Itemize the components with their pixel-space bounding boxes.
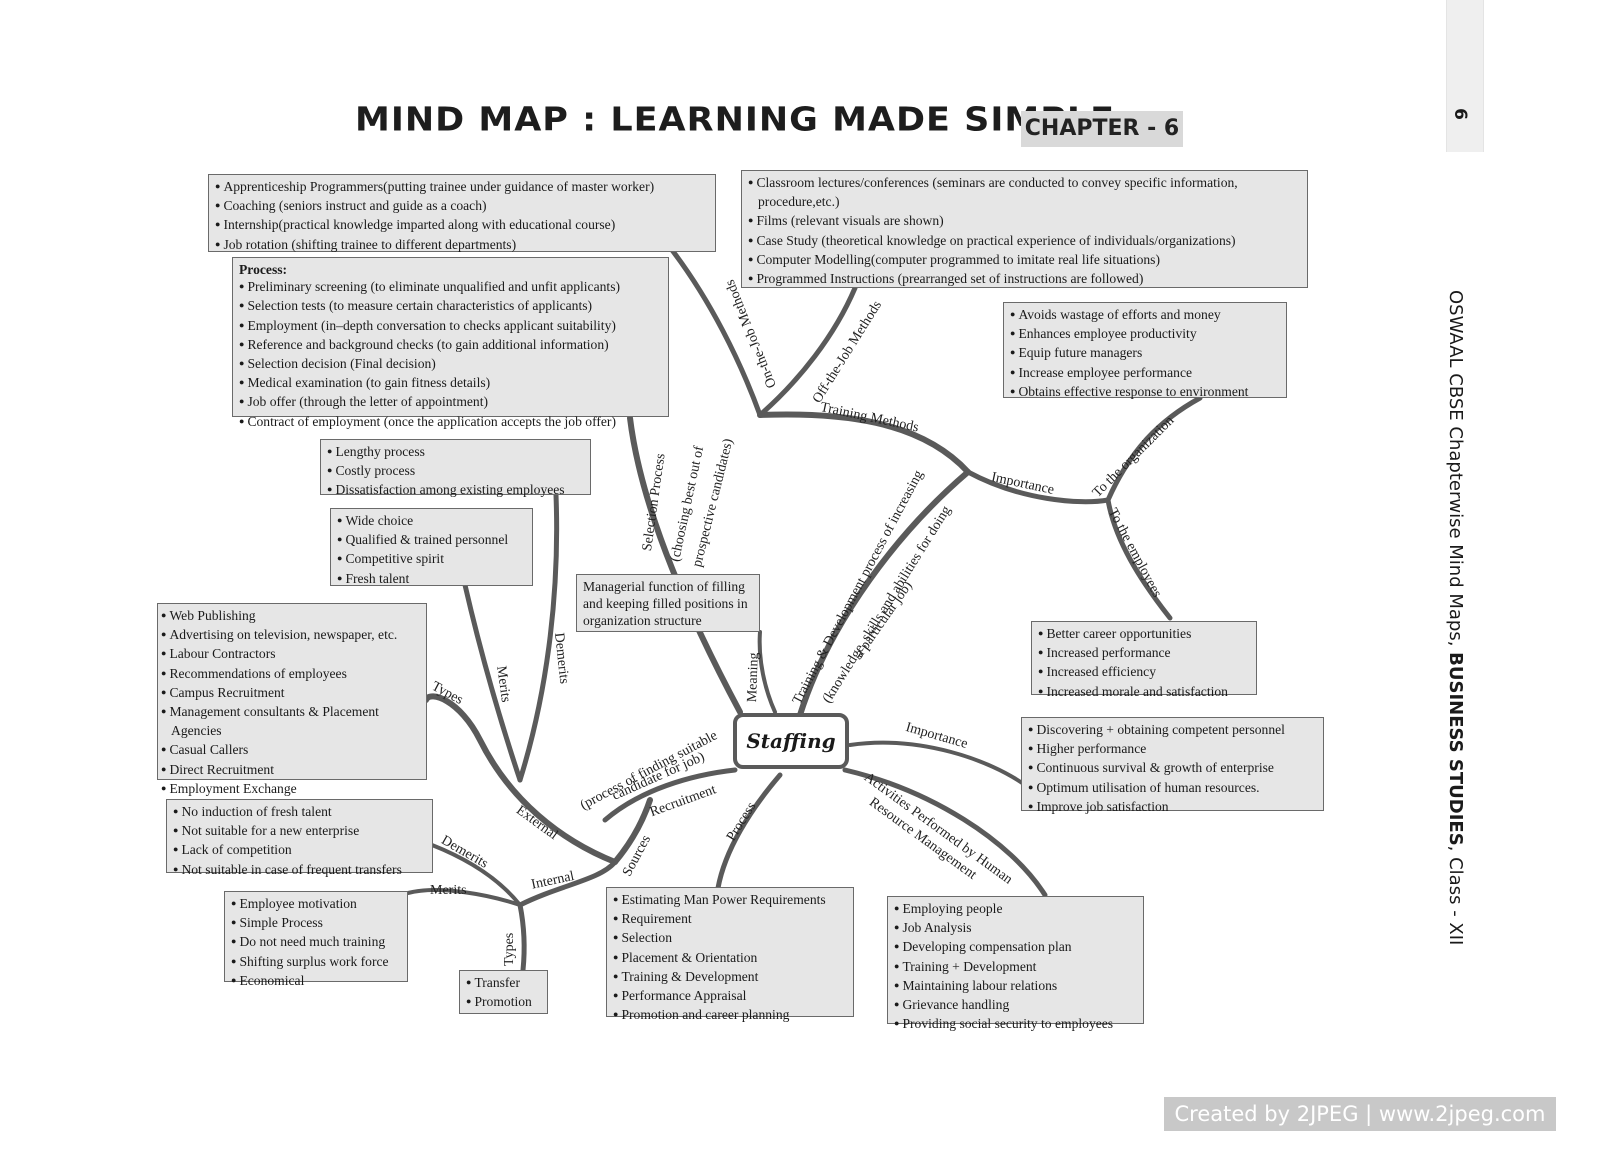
list-item: Improve job satisfaction: [1028, 798, 1317, 817]
box-staffing-process: Estimating Man Power Requirements Requir…: [606, 887, 854, 1022]
list-item: Recommendations of employees: [161, 665, 420, 684]
list-item: Developing compensation plan: [894, 938, 1137, 957]
list-item: Dissatisfaction among existing employees: [327, 481, 584, 500]
list-item: Internship(practical knowledge imparted …: [215, 216, 709, 235]
list-item: Requirement: [613, 910, 847, 929]
box-on-the-job-methods: Apprenticeship Programmers(putting train…: [208, 174, 716, 252]
box-internal-types: Transfer Promotion: [459, 970, 548, 1014]
list-item: Competitive spirit: [337, 550, 526, 569]
list-item: Web Publishing: [161, 607, 420, 626]
list-item: Estimating Man Power Requirements: [613, 891, 847, 910]
list-item: Selection tests (to measure certain char…: [239, 297, 662, 316]
list-item: Reference and background checks (to gain…: [239, 336, 662, 355]
list-item: Films (relevant visuals are shown): [748, 212, 1301, 231]
list-item: Avoids wastage of efforts and money: [1010, 306, 1280, 325]
list-item: Qualified & trained personnel: [337, 531, 526, 550]
list-item: Direct Recruitment: [161, 761, 420, 780]
box-hrm-activities: Employing people Job Analysis Developing…: [887, 896, 1144, 1031]
list-item: Better career opportunities: [1038, 625, 1250, 644]
list-item: Coaching (seniors instruct and guide as …: [215, 197, 709, 216]
list-item: Classroom lectures/conferences (seminars…: [748, 174, 1301, 193]
box-off-the-job-methods: Classroom lectures/conferences (seminars…: [741, 170, 1308, 288]
list-item: Shifting surplus work force: [231, 953, 401, 972]
list-item: Employment (in–depth conversation to che…: [239, 317, 662, 336]
list-item: Costly process: [327, 462, 584, 481]
list-item: Higher performance: [1028, 740, 1317, 759]
list-item: Job rotation (shifting trainee to differ…: [215, 236, 709, 255]
list-item: Training & Development: [613, 968, 847, 987]
list-item: Transfer: [466, 974, 541, 993]
list-item: Advertising on television, newspaper, et…: [161, 626, 420, 645]
label-internal-merits: Merits: [430, 883, 467, 898]
list-item: Selection decision (Final decision): [239, 355, 662, 374]
box-external-merits: Wide choice Qualified & trained personne…: [330, 508, 533, 586]
list-item: Employing people: [894, 900, 1137, 919]
list-item: Job Analysis: [894, 919, 1137, 938]
list-item: Fresh talent: [337, 570, 526, 589]
list-item: Employee motivation: [231, 895, 401, 914]
list-item: Labour Contractors: [161, 645, 420, 664]
list-item: Training + Development: [894, 958, 1137, 977]
list-item: Discovering + obtaining competent person…: [1028, 721, 1317, 740]
list-item: No induction of fresh talent: [173, 803, 426, 822]
list-item: Job offer (through the letter of appoint…: [239, 393, 662, 412]
label-meaning: Meaning: [745, 652, 762, 703]
list-item: Not suitable in case of frequent transfe…: [173, 861, 426, 880]
list-item: Simple Process: [231, 914, 401, 933]
box-importance-of-staffing: Discovering + obtaining competent person…: [1021, 717, 1324, 814]
list-item: Equip future managers: [1010, 344, 1280, 363]
box-importance-to-organization: Avoids wastage of efforts and money Enha…: [1003, 302, 1287, 399]
list-item: Increased efficiency: [1038, 663, 1250, 682]
list-item: Apprenticeship Programmers(putting train…: [215, 178, 709, 197]
list-item: Grievance handling: [894, 996, 1137, 1015]
list-item: Preliminary screening (to eliminate unqu…: [239, 278, 662, 297]
central-node-staffing: Staffing: [733, 713, 849, 769]
list-item: Do not need much training: [231, 933, 401, 952]
chapter-tab: 6: [1446, 0, 1484, 152]
page-title: MIND MAP : LEARNING MADE SIMPLE: [355, 101, 1116, 139]
list-item: Maintaining labour relations: [894, 977, 1137, 996]
list-item: Continuous survival & growth of enterpri…: [1028, 759, 1317, 778]
list-item: Selection: [613, 929, 847, 948]
box-importance-to-employees: Better career opportunities Increased pe…: [1031, 621, 1257, 699]
list-item: Obtains effective response to environmen…: [1010, 383, 1280, 402]
list-item-continuation: Agencies: [171, 723, 222, 739]
list-item: Contract of employment (once the applica…: [239, 413, 662, 432]
list-item: Programmed Instructions (prearranged set…: [748, 270, 1301, 289]
list-item: Optimum utilisation of human resources.: [1028, 779, 1317, 798]
list-item: Placement & Orientation: [613, 949, 847, 968]
selection-process-heading: Process:: [239, 262, 288, 277]
list-item: Increased performance: [1038, 644, 1250, 663]
list-item: Computer Modelling(computer programmed t…: [748, 251, 1301, 270]
list-item: Enhances employee productivity: [1010, 325, 1280, 344]
chapter-badge: CHAPTER - 6: [1021, 111, 1183, 147]
list-item: Medical examination (to gain fitness det…: [239, 374, 662, 393]
list-item: Lengthy process: [327, 443, 584, 462]
list-item: Providing social security to employees: [894, 1015, 1137, 1034]
box-meaning: Managerial function of filling and keepi…: [576, 574, 760, 632]
list-item: Employment Exchange: [161, 780, 420, 799]
list-item: Lack of competition: [173, 841, 426, 860]
list-item: Promotion and career planning: [613, 1006, 847, 1025]
list-item: Promotion: [466, 993, 541, 1012]
watermark: Created by 2JPEG | www.2jpeg.com: [1164, 1097, 1556, 1131]
list-item: Wide choice: [337, 512, 526, 531]
list-item: Not suitable for a new enterprise: [173, 822, 426, 841]
box-internal-merits: Employee motivation Simple Process Do no…: [224, 891, 408, 988]
box-internal-demerits: No induction of fresh talent Not suitabl…: [166, 799, 433, 877]
list-item: Economical: [231, 972, 401, 991]
list-item: Performance Appraisal: [613, 987, 847, 1006]
list-item: Case Study (theoretical knowledge on pra…: [748, 232, 1301, 251]
box-selection-process: Process: Preliminary screening (to elimi…: [232, 257, 669, 429]
box-external-types: Web Publishing Advertising on television…: [157, 603, 427, 796]
label-internal-types: Types: [502, 932, 517, 966]
list-item: Increase employee performance: [1010, 364, 1280, 383]
list-item: Increased morale and satisfaction: [1038, 683, 1250, 702]
box-external-demerits: Lengthy process Costly process Dissatisf…: [320, 439, 591, 497]
list-item: Campus Recruitment: [161, 684, 420, 703]
list-item-continuation: procedure,etc.): [758, 194, 840, 210]
list-item: Management consultants & Placement: [161, 703, 420, 722]
list-item: Casual Callers: [161, 741, 420, 760]
